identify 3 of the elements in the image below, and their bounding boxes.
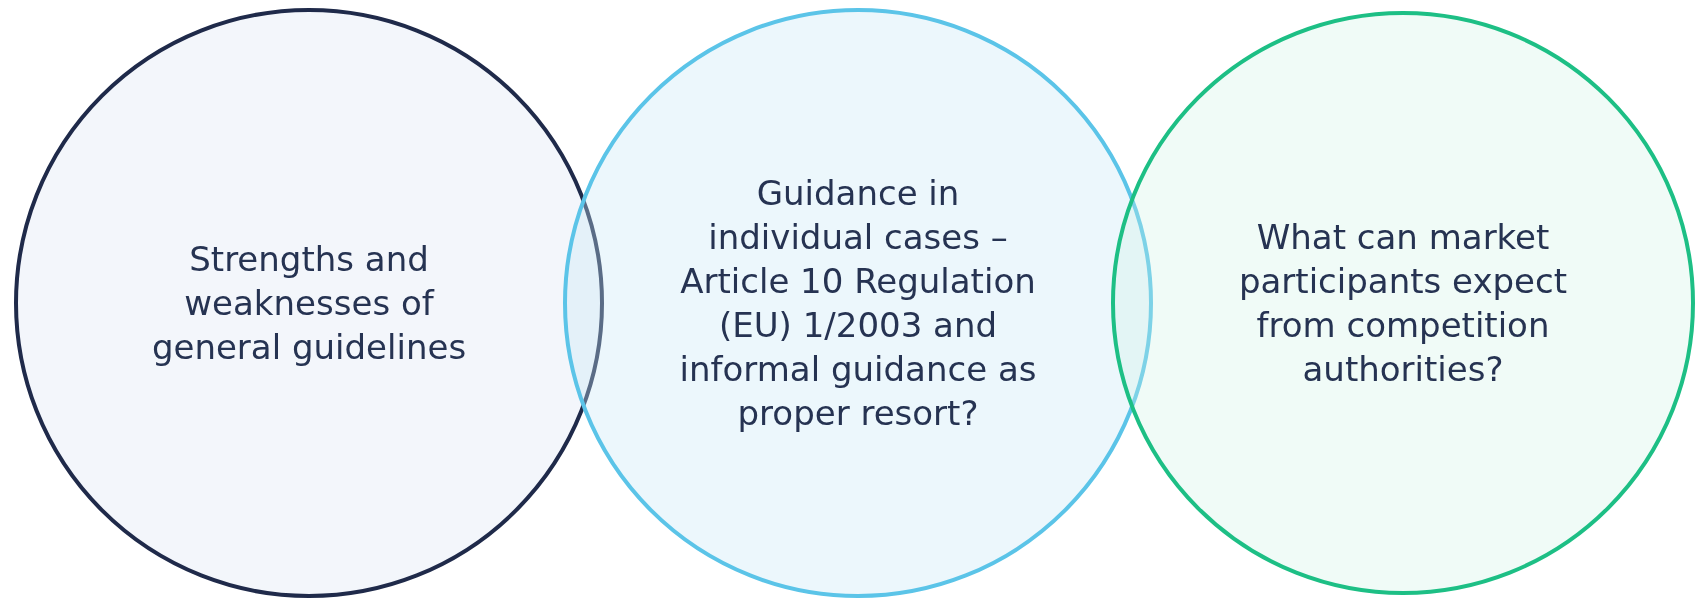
circle-text: Strengths and weaknesses of general guidelines xyxy=(150,238,468,369)
circle-text: Guidance in individual cases – Article 10 Regulation (EU) 1/2003 and informal guidance as proper resort? xyxy=(678,172,1038,435)
circle-text: What can market participants expect from competition authorities? xyxy=(1237,216,1569,391)
